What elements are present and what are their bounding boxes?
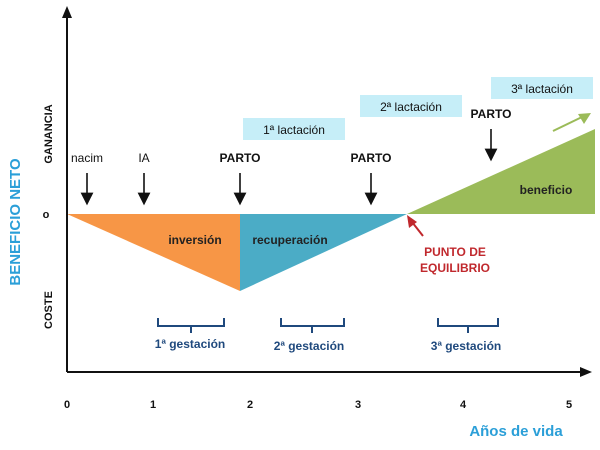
gestation-2-bracket: [280, 318, 345, 333]
recuperacion-label: recuperación: [252, 233, 327, 247]
lactation-2-box: [360, 95, 462, 117]
x-tick-2: 2: [247, 399, 253, 411]
x-tick-3: 3: [355, 399, 361, 411]
lactation-3-label: 3ª lactación: [511, 82, 573, 96]
x-axis-title: Años de vida: [469, 423, 563, 440]
recuperacion-region: [240, 214, 407, 291]
y-label-zero: o: [43, 209, 50, 221]
y-axis-arrowhead: [62, 6, 72, 18]
y-axis-title: BENEFICIO NETO: [7, 158, 24, 286]
gestation-3-bracket: [437, 318, 499, 333]
inversion-label: inversión: [168, 233, 221, 247]
x-axis-arrowhead: [580, 367, 592, 377]
growth-arrowhead: [578, 113, 591, 124]
event-parto-1-label: PARTO: [220, 151, 261, 165]
beneficio-label: beneficio: [520, 183, 573, 197]
x-tick-5: 5: [566, 399, 572, 411]
lactation-1-label: 1ª lactación: [263, 123, 325, 137]
beneficio-region: [407, 129, 595, 214]
gestation-1-bracket: [157, 318, 225, 333]
breakeven-label-line2: EQUILIBRIO: [420, 261, 490, 275]
event-nacim-label: nacim: [71, 151, 103, 165]
breakeven-arrowhead: [407, 215, 417, 228]
gestation-3-label: 3ª gestación: [431, 339, 501, 353]
lactation-1-box: [243, 118, 345, 140]
event-parto-2-label: PARTO: [351, 151, 392, 165]
gestation-1-label: 1ª gestación: [155, 337, 225, 351]
event-ia-label: IA: [138, 151, 149, 165]
x-tick-1: 1: [150, 399, 156, 411]
growth-arrow: [552, 116, 583, 132]
event-parto-3-label: PARTO: [471, 107, 512, 121]
lactation-3-box: [491, 77, 593, 99]
x-tick-4: 4: [460, 399, 467, 411]
y-label-cost: COSTE: [43, 291, 55, 329]
lactation-2-label: 2ª lactación: [380, 100, 442, 114]
inversion-region: [67, 214, 240, 291]
gestation-2-label: 2ª gestación: [274, 339, 344, 353]
breakeven-label-line1: PUNTO DE: [424, 245, 486, 259]
y-label-gain: GANANCIA: [43, 104, 55, 163]
x-tick-0: 0: [64, 399, 70, 411]
